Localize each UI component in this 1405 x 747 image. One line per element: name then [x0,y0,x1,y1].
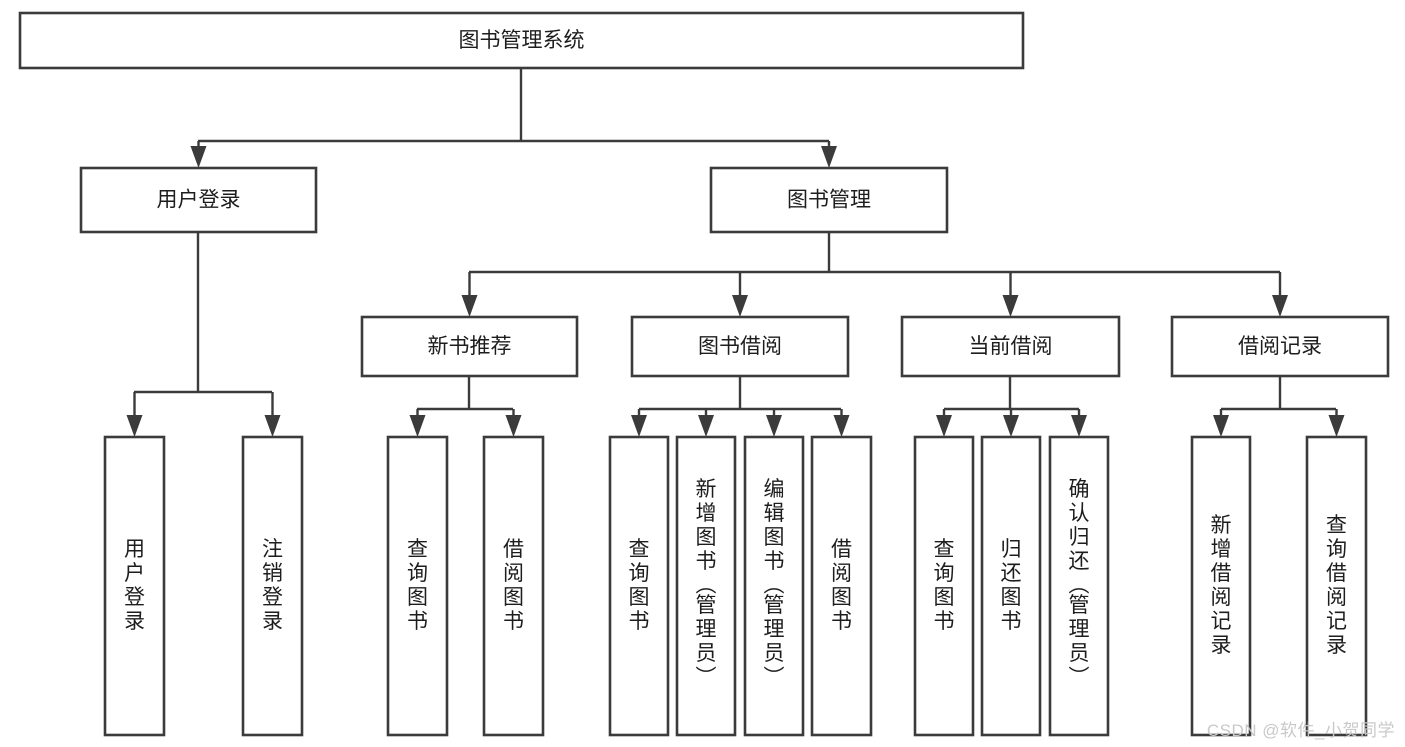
connector-arrow-icon [190,146,207,168]
leaf-node-11-box[interactable] [1190,435,1252,737]
connector-arrow-icon [1328,415,1345,437]
connector-arrow-icon [461,295,478,317]
connector-arrow-icon [631,415,647,437]
leaf-node-7-box[interactable] [810,435,873,737]
connector-arrow-icon [833,415,850,437]
connector-arrow-icon [698,415,714,437]
connector-borrow-bus [639,376,841,411]
level3-node-1-label: 图书借阅 [698,335,782,358]
level3-node-0-box[interactable] [360,315,579,378]
connector-arrow-icon [1272,295,1288,317]
leaf-node-3-box[interactable] [482,435,545,737]
watermark-text: CSDN @软件_小贺同学 [1206,721,1395,740]
connector-arrow-icon [821,146,837,168]
level3-node-3-label: 借阅记录 [1238,335,1322,358]
connector-record-bus [1221,376,1336,411]
connector-arrow-icon [126,415,143,437]
connector-newbook-bus [417,376,513,411]
level2-node-1-label: 图书管理 [787,189,871,212]
level3-node-2-box[interactable] [900,315,1121,378]
connector-arrow-icon [505,415,522,437]
connector-arrow-icon [732,295,748,317]
leaf-node-0-box[interactable] [103,435,166,737]
connector-root-bus [198,68,829,143]
level2-node-0-box[interactable] [79,166,318,234]
root-node-box[interactable] [18,11,1025,70]
connector-arrow-icon [1003,415,1019,437]
leaf-node-5-box[interactable] [675,435,737,737]
connector-arrow-icon [1071,415,1087,437]
level2-node-0-label: 用户登录 [157,189,241,212]
level3-node-1-box[interactable] [630,315,850,378]
root-node-label: 图书管理系统 [459,29,585,52]
leaf-node-9-box[interactable] [980,435,1042,737]
leaf-node-6-box[interactable] [743,435,805,737]
connector-mgmt-bus [469,232,1280,274]
leaf-node-1-box[interactable] [241,435,304,737]
level3-node-0-label: 新书推荐 [428,335,512,358]
connector-arrow-icon [1213,415,1229,437]
connector-login-bus [134,232,272,394]
connector-current-bus [944,376,1079,411]
leaf-node-4-box[interactable] [608,435,670,737]
connector-arrow-icon [409,415,426,437]
connectors-layer [126,68,1345,437]
level2-node-1-box[interactable] [709,166,949,234]
connector-arrow-icon [264,415,281,437]
level3-node-3-box[interactable] [1170,315,1390,378]
level3-node-2-label: 当前借阅 [969,335,1053,358]
connector-arrow-icon [766,415,782,437]
leaf-node-10-box[interactable] [1048,435,1110,737]
connector-arrow-icon [1002,295,1019,317]
leaf-node-8-box[interactable] [913,435,975,737]
leaf-node-2-box[interactable] [386,435,449,737]
leaf-node-12-box[interactable] [1305,435,1368,737]
connector-arrow-icon [936,415,952,437]
